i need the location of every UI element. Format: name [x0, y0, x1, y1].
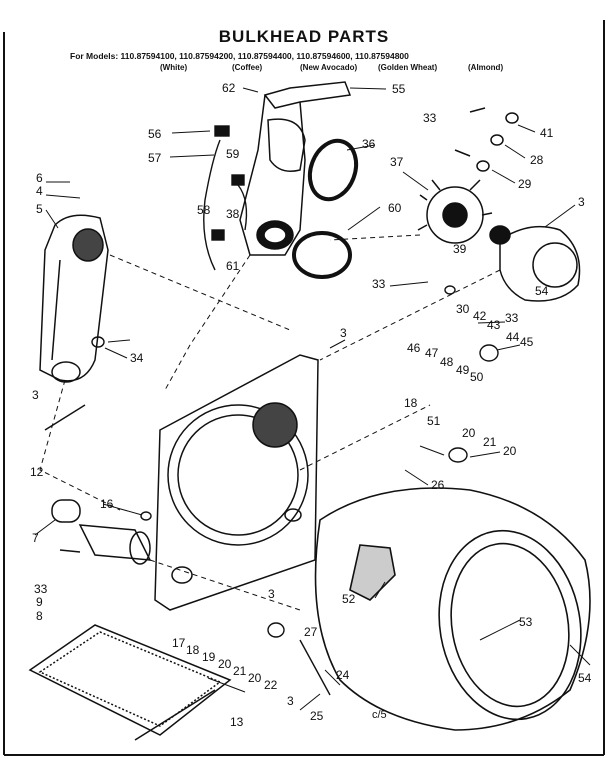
small-hardware [44, 285, 499, 696]
part-number-label: 61 [226, 259, 240, 273]
color-label-new-avocado: (New Avocado) [300, 63, 358, 72]
part-number-label: 34 [130, 351, 144, 365]
part-number-label: 52 [342, 592, 356, 606]
part-number-label: 39 [453, 242, 467, 256]
bulkhead-panel [154, 354, 319, 611]
color-label-almond: (Almond) [468, 63, 504, 72]
part-number-label: 60 [388, 201, 402, 215]
part-number-label: 27 [304, 625, 318, 639]
part-number-label: 59 [226, 147, 240, 161]
leader-lines [34, 87, 591, 711]
part-number-label: 21 [233, 664, 247, 678]
part-number-label: 33 [505, 311, 519, 325]
part-number-label: 44 [506, 330, 520, 344]
part-number-label: 9 [36, 595, 43, 609]
part-number-label: 36 [362, 137, 376, 151]
part-number-label: 58 [197, 203, 211, 217]
thermostat-wiring [203, 125, 248, 271]
part-number-label: 20 [462, 426, 476, 440]
part-number-label: 56 [148, 127, 162, 141]
drum [314, 487, 591, 731]
lint-chute [39, 214, 109, 383]
part-number-label: 33 [34, 582, 48, 596]
part-number-label: 48 [440, 355, 454, 369]
part-number-label: 21 [483, 435, 497, 449]
part-number-label: 18 [404, 396, 418, 410]
color-label-white: (White) [160, 63, 188, 72]
outlet-duct [239, 81, 352, 256]
toe-plate [28, 624, 232, 741]
part-number-label: 47 [425, 346, 439, 360]
part-number-label: 50 [470, 370, 484, 384]
part-number-label: 51 [427, 414, 441, 428]
part-number-label: 5 [36, 202, 43, 216]
footer-code: c/5 [372, 709, 387, 721]
duct-seals [292, 138, 359, 279]
part-number-label: 16 [100, 497, 114, 511]
page-title: BULKHEAD PARTS [218, 27, 390, 46]
part-number-label: 41 [540, 126, 554, 140]
models-line: For Models: 110.87594100, 110.87594200, … [70, 51, 409, 61]
part-number-label: 26 [431, 478, 445, 492]
part-number-label: 7 [32, 531, 39, 545]
part-number-label: 37 [390, 155, 404, 169]
part-number-label: 8 [36, 609, 43, 623]
part-number-label: 49 [456, 363, 470, 377]
part-number-label: 42 [473, 309, 487, 323]
part-number-label: 22 [264, 678, 278, 692]
part-number-label: 33 [423, 111, 437, 125]
part-number-label: 29 [518, 177, 532, 191]
part-number-label: 55 [392, 82, 406, 96]
part-number-label: 20 [248, 671, 262, 685]
part-number-label: 24 [336, 668, 350, 682]
part-number-label: 18 [186, 643, 200, 657]
part-number-label: 25 [310, 709, 324, 723]
part-number-label: 12 [30, 465, 44, 479]
part-number-label: 3 [578, 195, 585, 209]
part-number-label: 62 [222, 81, 236, 95]
part-number-label: 33 [372, 277, 386, 291]
part-number-label: 20 [503, 444, 517, 458]
part-number-label: 43 [487, 318, 501, 332]
part-number-label: 6 [36, 171, 43, 185]
part-number-label: 54 [535, 284, 549, 298]
part-number-label: 3 [268, 587, 275, 601]
part-number-label: 3 [32, 388, 39, 402]
color-label-golden-wheat: (Golden Wheat) [378, 63, 438, 72]
color-label-coffee: (Coffee) [232, 63, 263, 72]
part-number-label: 30 [456, 302, 470, 316]
part-number-label: 38 [226, 207, 240, 221]
part-number-label: 57 [148, 151, 162, 165]
part-number-label: 3 [340, 326, 347, 340]
part-number-label: 19 [202, 650, 216, 664]
part-number-label: 53 [519, 615, 533, 629]
part-number-label: 17 [172, 636, 186, 650]
guide-lines [39, 234, 501, 611]
page-border [3, 20, 605, 756]
part-number-label: 4 [36, 184, 43, 198]
blower-assembly [417, 179, 581, 302]
part-number-label: 46 [407, 341, 421, 355]
part-number-label: 13 [230, 715, 244, 729]
part-number-label: 20 [218, 657, 232, 671]
blower-hardware [454, 107, 519, 172]
part-number-label: 54 [578, 671, 592, 685]
part-number-label: 3 [287, 694, 294, 708]
part-number-label: 45 [520, 335, 534, 349]
part-number-label: 28 [530, 153, 544, 167]
